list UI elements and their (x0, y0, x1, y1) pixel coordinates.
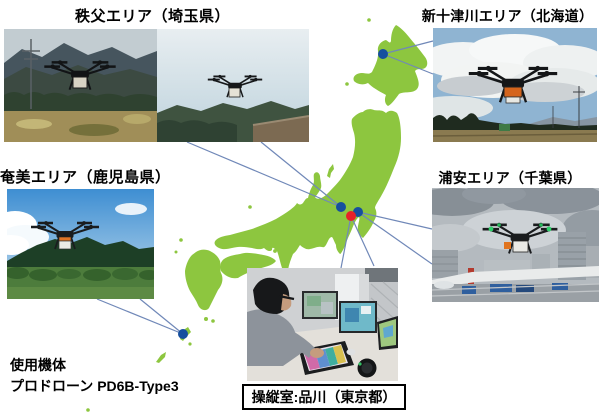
drone-illustration (29, 220, 101, 251)
drone-illustration (206, 74, 264, 99)
island-okinawa (156, 352, 166, 363)
connector-lines (96, 40, 434, 335)
marker-shintotsukawa (378, 49, 388, 59)
marker-amami (178, 329, 188, 339)
title-shintotsukawa: 新十津川エリア（北海道） (421, 8, 594, 24)
connector-control (340, 215, 352, 269)
connector-chichibu (260, 141, 342, 208)
island-kyushu (185, 249, 223, 311)
marker-shinagawa-control (346, 211, 356, 221)
title-urayasu: 浦安エリア（千葉県） (438, 170, 582, 186)
connector-shintotsukawa (382, 53, 434, 75)
connector-urayasu (357, 211, 433, 230)
aircraft-model: プロドローン PD6B-Type3 (10, 378, 179, 394)
photo-chichibu-sky (157, 29, 309, 142)
japan-landmass (86, 18, 428, 412)
connector-shintotsukawa (382, 40, 434, 55)
island-hokkaido (353, 25, 428, 106)
connector-control (350, 215, 375, 267)
title-chichibu: 秩父エリア（埼玉県） (74, 8, 230, 25)
connector-amami (139, 298, 184, 335)
photo-amami (7, 189, 154, 299)
connector-chichibu (186, 141, 342, 208)
control-room-label: 操縦室:品川（東京都） (251, 389, 397, 405)
title-amami: 奄美エリア（鹿児島県） (0, 169, 171, 186)
marker-chichibu (336, 202, 346, 212)
drone-illustration (43, 59, 117, 91)
control-room-caption-box: 操縦室:品川（東京都） (242, 384, 406, 410)
drone-illustration (481, 221, 559, 255)
aircraft-info: 使用機体 プロドローン PD6B-Type3 (10, 355, 179, 397)
photo-chichibu-field (4, 29, 157, 142)
photo-shintotsukawa (433, 28, 597, 142)
island-shikoku (220, 252, 276, 279)
connector-urayasu (357, 211, 433, 265)
monitor-screens (302, 291, 398, 350)
photo-urayasu (432, 188, 599, 302)
photo-control-room (247, 268, 398, 381)
connector-amami (96, 298, 184, 335)
island-sado (327, 164, 334, 178)
aircraft-heading: 使用機体 (10, 357, 66, 373)
drone-illustration (467, 65, 559, 104)
island-honshu (214, 109, 401, 272)
operator-person (247, 277, 324, 366)
